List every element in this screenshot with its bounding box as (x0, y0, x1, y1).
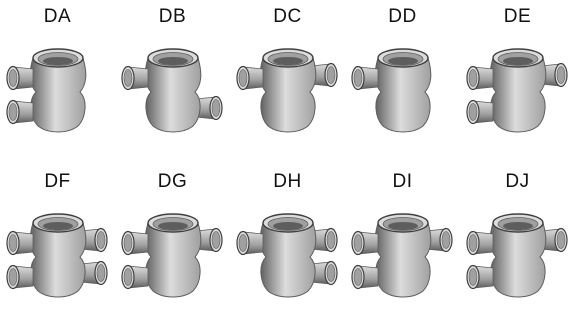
fitting-image (466, 213, 568, 298)
outlet-pipe (195, 95, 223, 121)
outlet-pipe (6, 65, 34, 91)
fitting-cell: DB (115, 0, 230, 164)
fitting-body (259, 57, 317, 133)
fitting-cell: DE (460, 0, 575, 164)
fitting-image (351, 48, 432, 133)
fitting-cell: DI (345, 165, 460, 329)
fitting-label: DJ (505, 171, 530, 192)
fitting-cell: DG (115, 165, 230, 329)
outlet-pipe (466, 99, 494, 125)
fitting-label: DA (43, 6, 72, 27)
fitting-body (29, 57, 87, 133)
fitting-label: DI (392, 171, 413, 192)
fitting-label: DG (157, 171, 188, 192)
outlet-pipe (6, 264, 34, 290)
outlet-pipe (80, 227, 108, 253)
fitting-body (29, 222, 87, 298)
fitting-body (489, 222, 547, 298)
fitting-body (144, 57, 202, 133)
outlet-pipe (540, 62, 568, 88)
fitting-body (489, 57, 547, 133)
outlet-pipe (351, 264, 379, 290)
outlet-pipe (540, 227, 568, 253)
fitting-cell: DA (0, 0, 115, 164)
fitting-cell: DH (230, 165, 345, 329)
fitting-body (144, 222, 202, 298)
outlet-pipe (310, 62, 338, 88)
outlet-pipe (236, 230, 264, 256)
outlet-pipe (466, 264, 494, 290)
outlet-pipe (6, 230, 34, 256)
fitting-image (236, 213, 338, 298)
outlet-pipe (236, 65, 264, 91)
fitting-image (121, 213, 223, 298)
outlet-pipe (195, 227, 223, 253)
outlet-pipe (121, 230, 149, 256)
outlet-pipe (310, 227, 338, 253)
outlet-pipe (6, 99, 34, 125)
outlet-pipe (351, 65, 379, 91)
fitting-image (351, 213, 453, 298)
outlet-pipe (121, 264, 149, 290)
fitting-body (374, 57, 432, 133)
fitting-image (6, 213, 108, 298)
fitting-label: DC (273, 6, 302, 27)
outlet-pipe (121, 65, 149, 91)
fitting-cell: DD (345, 0, 460, 164)
outlet-pipe (351, 230, 379, 256)
fitting-image (236, 48, 338, 133)
fitting-image (466, 48, 568, 133)
fitting-body (259, 222, 317, 298)
fitting-image (6, 48, 87, 133)
fitting-label: DH (273, 171, 302, 192)
outlet-pipe (80, 260, 108, 286)
fitting-cell: DC (230, 0, 345, 164)
outlet-pipe (425, 227, 453, 253)
fitting-label: DB (158, 6, 187, 27)
fitting-label: DD (388, 6, 417, 27)
fitting-body (374, 222, 432, 298)
fitting-cell: DF (0, 165, 115, 329)
fitting-label: DE (503, 6, 532, 27)
fitting-image (121, 48, 223, 133)
outlet-pipe (310, 260, 338, 286)
fitting-label: DF (44, 171, 71, 192)
fitting-cell: DJ (460, 165, 575, 329)
outlet-pipe (466, 230, 494, 256)
outlet-pipe (466, 65, 494, 91)
